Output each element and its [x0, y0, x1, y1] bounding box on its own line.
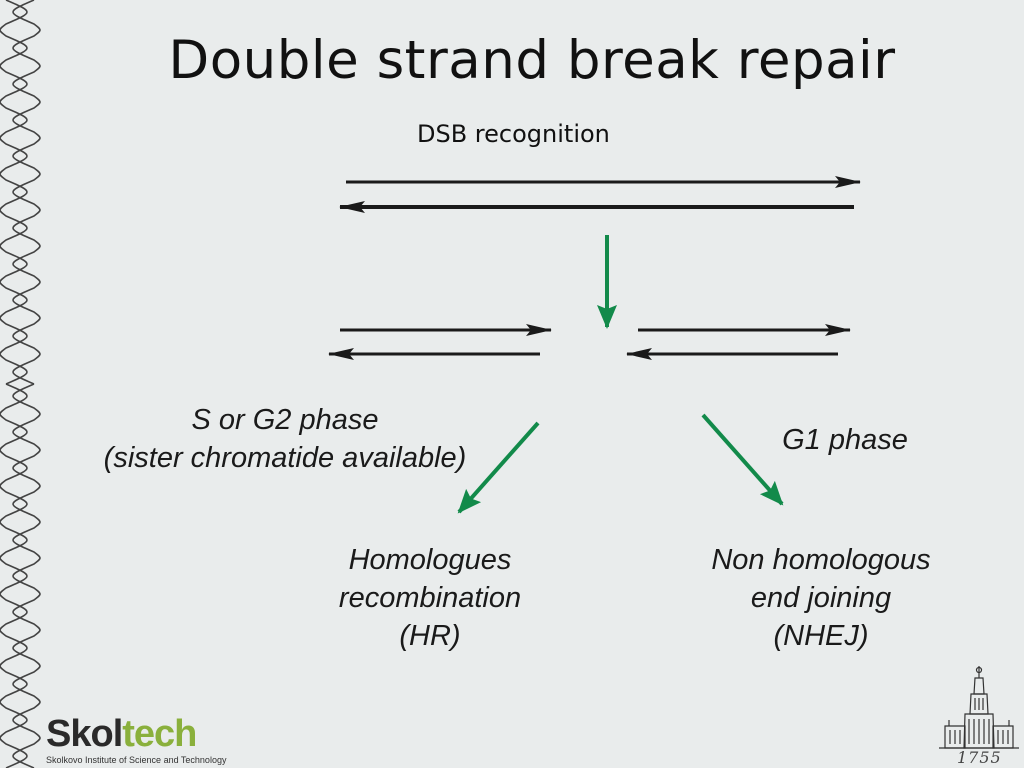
university-tower-emblem	[939, 666, 1019, 749]
slide-title: Double strand break repair	[168, 30, 896, 91]
nhej-branch-arrow	[701, 413, 784, 506]
nhej-line2: end joining	[750, 582, 892, 614]
logo-word-b: tech	[122, 713, 197, 755]
logo-word-a: Skol	[46, 713, 123, 755]
hr-line3: (HR)	[399, 620, 461, 652]
nhej-line3: (NHEJ)	[773, 620, 869, 652]
dna-helix-border	[0, 0, 44, 768]
s-g2-phase-line1: S or G2 phase	[191, 404, 379, 436]
skoltech-logo: Skoltech Skolkovo Institute of Science a…	[44, 713, 226, 768]
hr-line2: recombination	[338, 582, 522, 614]
hr-branch-arrow	[457, 421, 540, 514]
hr-line1: Homologues	[348, 544, 512, 576]
s-g2-phase-label: S or G2 phase (sister chromatide availab…	[60, 401, 510, 477]
nhej-line1: Non homologous	[711, 544, 931, 576]
dsb-recognition-label: DSB recognition	[417, 120, 610, 148]
g1-phase-label: G1 phase	[782, 424, 908, 456]
skoltech-wordmark: Skoltech	[46, 713, 197, 756]
nhej-outcome-label: Non homologous end joining (NHEJ)	[681, 541, 961, 655]
logo-subtitle: Skolkovo Institute of Science and Techno…	[46, 755, 227, 765]
hr-outcome-label: Homologues recombination (HR)	[300, 541, 560, 655]
emblem-year: 1755	[957, 748, 1002, 767]
s-g2-phase-line2: (sister chromatide available)	[103, 442, 467, 474]
